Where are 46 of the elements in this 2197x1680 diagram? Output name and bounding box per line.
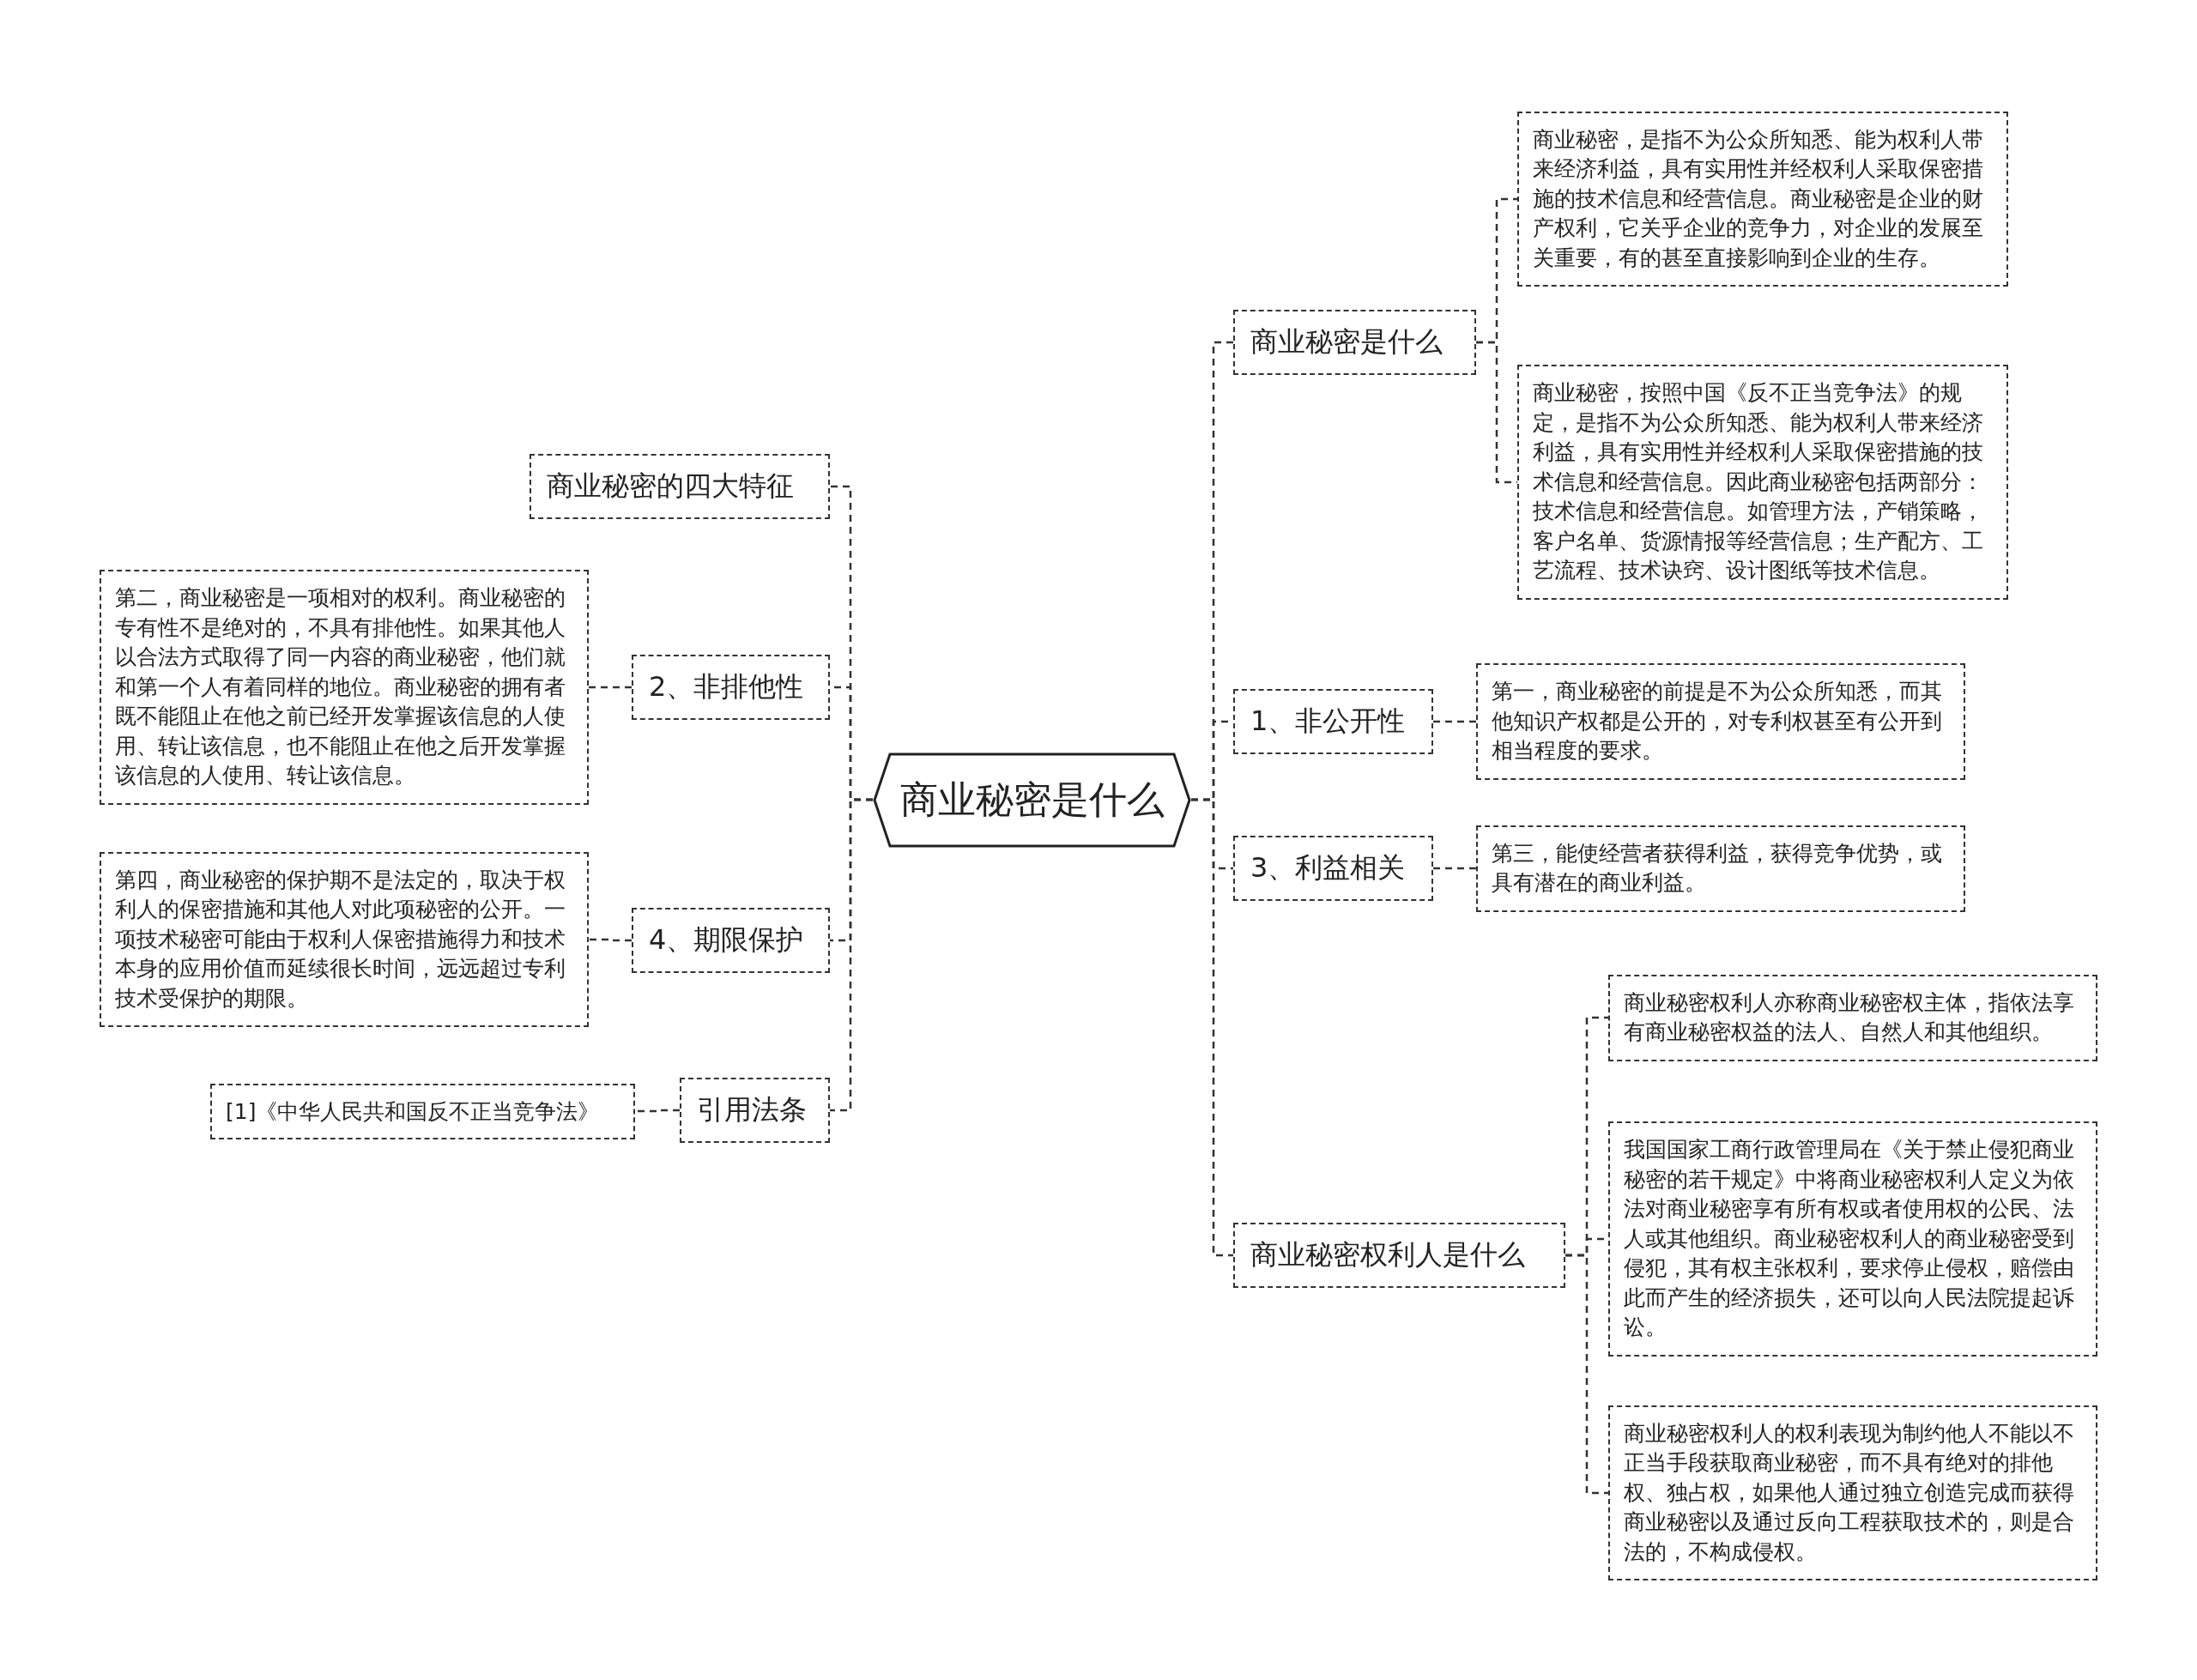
connector-line (589, 686, 632, 689)
topic-box (632, 655, 830, 720)
topic-box (1233, 836, 1433, 901)
node-text: 商业秘密，按照中国《反不正当竞争法》的规定，是指不为公众所知悉、能为权利人带来经济利益，具有实用性并经权利人采取保密措施的技术信息和经营信息。因此商业秘密包括两部分：技术信息和经营信息。如管理方法，产销策略，客户名单、货源情报等经营信息；生产配方、工艺流程、技术诀窍、设计图纸等技术信息。 (1533, 379, 1984, 584)
node-text: 第四，商业秘密的保护期不是法定的，取决于权利人的保密措施和其他人对此项秘密的公开。一项技术秘密可能由于权利人保密措施得力和技术本身的应用价值而延续很长时间，远远超过专利技术受保护的期限。 (115, 866, 566, 1012)
topic-box (680, 1078, 830, 1143)
detail-text-box (100, 570, 589, 805)
connector-line (830, 798, 873, 1112)
node-text: 第二，商业秘密是一项相对的权利。商业秘密的专有性不是绝对的，不具有排他性。如果其他人以合法方式取得了同一内容的商业秘密，他们就和第一个人有着同样的地位。商业秘密的拥有者既不能阻止在他之前已经开发掌握该信息的人使用、转让该信息，也不能阻止在他之后开发掌握该信息的人使用、转让该信息。 (115, 584, 566, 789)
node-text: 商业秘密权利人亦称商业秘密权主体，指依法享有商业秘密权益的法人、自然人和其他组织。 (1624, 988, 2075, 1046)
topic-box (1233, 1223, 1565, 1288)
topic-box (1233, 310, 1476, 375)
connector-line (1433, 867, 1476, 870)
node-text: [1]《中华人民共和国反不正当竞争法》 (226, 1097, 601, 1126)
node-text: 1、非公开性 (1250, 704, 1407, 739)
detail-text-box (100, 851, 589, 1027)
node-text: 我国国家工商行政管理局在《关于禁止侵犯商业秘密的若干规定》中将商业秘密权利人定义为依法对商业秘密享有所有权或者使用权的公民、法人或其他组织。商业秘密权利人的商业秘密受到侵犯，其有权主张权利，要求停止侵权，赔偿由此而产生的经济损失，还可以向人民法院提起诉讼。 (1624, 1136, 2075, 1341)
node-text: 商业秘密是什么 (1250, 324, 1443, 360)
node-text: 引用法条 (697, 1092, 808, 1127)
node-text: 商业秘密的四大特征 (547, 468, 795, 504)
citation-box (210, 1083, 635, 1139)
node-text: 商业秘密，是指不为公众所知悉、能为权利人带来经济利益，具有实用性并经权利人采取保密措施的技术信息和经营信息。商业秘密是企业的财产权利，它关乎企业的竞争力，对企业的发展至关重要，有的甚至直接影响到企业的生存。 (1533, 125, 1984, 272)
node-text: 商业秘密权利人是什么 (1250, 1237, 1526, 1272)
detail-text-box (1517, 111, 2008, 287)
detail-text-box (1476, 663, 1965, 780)
topic-box (1233, 689, 1433, 754)
central-topic-hexagon (873, 752, 1191, 848)
topic-box (632, 908, 830, 973)
connector-line (635, 1109, 680, 1113)
node-text: 第三，能使经营者获得利益，获得竞争优势，或具有潜在的商业利益。 (1492, 839, 1943, 897)
connector-line (589, 938, 632, 942)
detail-text-box (1476, 825, 1965, 912)
connector-line (1433, 720, 1476, 723)
node-text: 4、期限保护 (649, 922, 805, 958)
connector-line (1191, 798, 1233, 1257)
node-text: 商业秘密权利人的权利表现为制约他人不能以不正当手段获取商业秘密，而不具有绝对的排他权、独占权，如果他人通过独立创造完成而获得商业秘密以及通过反向工程获取技术的，则是合法的，不构成侵权。 (1624, 1419, 2075, 1566)
detail-text-box (1608, 1405, 2097, 1580)
detail-text-box (1608, 974, 2097, 1061)
node-text: 第一，商业秘密的前提是不为公众所知悉，而其他知识产权都是公开的，对专利权甚至有公开到相当程度的要求。 (1492, 678, 1943, 764)
connector-line (1565, 1254, 1608, 1495)
node-text: 2、非排他性 (649, 669, 805, 704)
detail-text-box (1608, 1121, 2097, 1357)
node-text: 3、利益相关 (1250, 850, 1407, 885)
topic-box (530, 454, 830, 519)
detail-text-box (1517, 365, 2008, 600)
topic-title: 商业秘密是什么 (899, 776, 1165, 823)
